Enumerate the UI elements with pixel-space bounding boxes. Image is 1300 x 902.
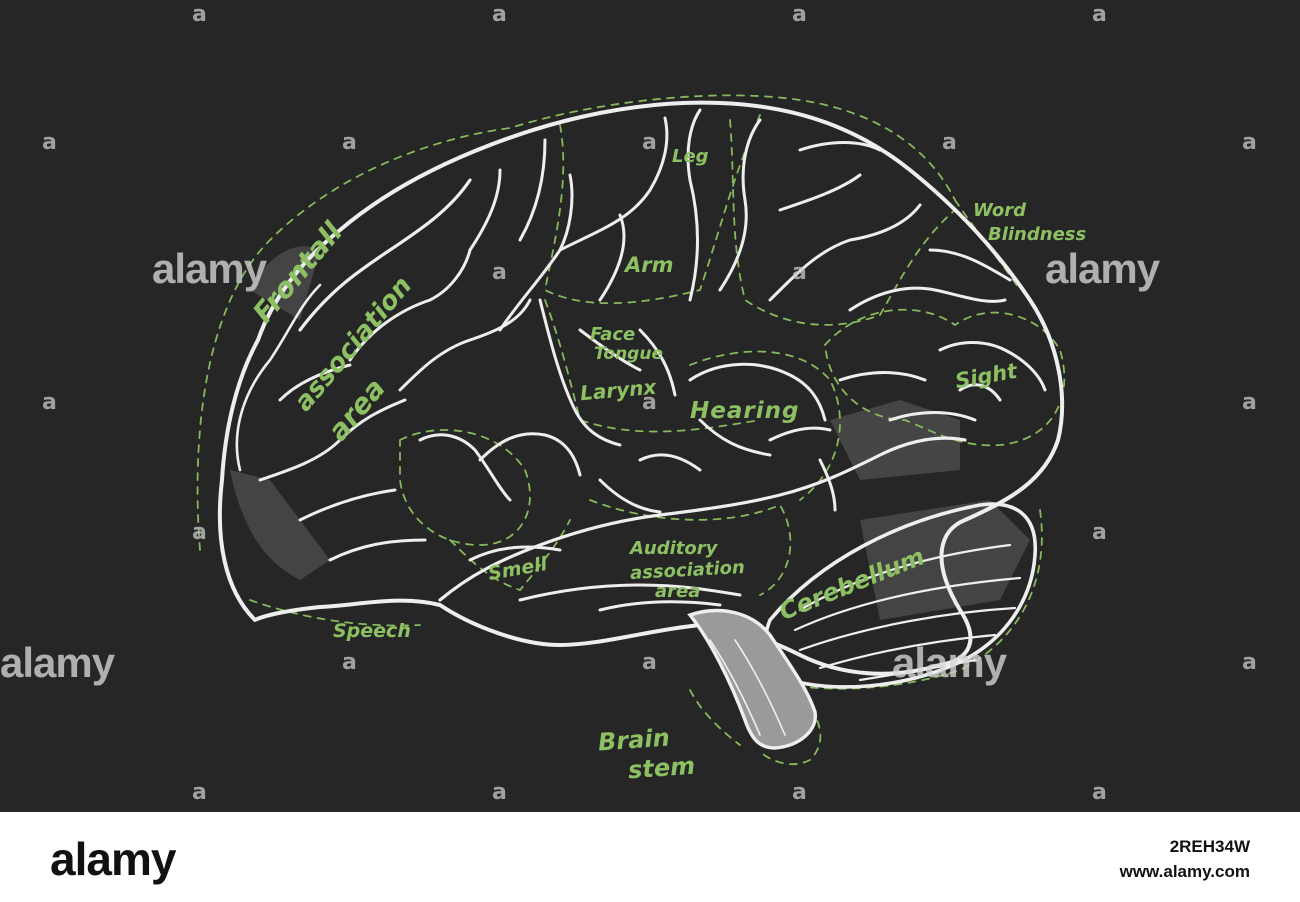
site-url: www.alamy.com [1120, 863, 1250, 880]
label-auditory-area: area [655, 583, 700, 601]
watermark-logo-icon: a [192, 522, 207, 544]
watermark-text: alamy [0, 642, 114, 684]
watermark-logo-icon: a [942, 132, 957, 154]
watermark-logo-icon: a [642, 392, 657, 414]
image-id: 2REH34W [1170, 838, 1250, 855]
watermark-logo-icon: a [1242, 392, 1257, 414]
watermark-logo-icon: a [42, 132, 57, 154]
watermark-text: alamy [152, 248, 266, 290]
watermark-logo-icon: a [1092, 782, 1107, 804]
watermark-logo-icon: a [642, 652, 657, 674]
watermark-logo-icon: a [342, 132, 357, 154]
watermark-logo-icon: a [192, 4, 207, 26]
label-tongue: Tongue [594, 346, 663, 363]
watermark-logo-icon: a [492, 262, 507, 284]
watermark-logo-icon: a [342, 652, 357, 674]
watermark-logo-icon: a [42, 392, 57, 414]
stock-footer-bar: alamy 2REH34W www.alamy.com [0, 812, 1300, 902]
watermark-logo-icon: a [1242, 652, 1257, 674]
watermark-logo-icon: a [792, 4, 807, 26]
watermark-logo-icon: a [492, 4, 507, 26]
watermark-text: alamy [1045, 248, 1159, 290]
label-brain: Brain [597, 726, 670, 755]
label-auditory: Auditory [630, 540, 717, 558]
watermark-logo-icon: a [492, 782, 507, 804]
label-stem: stem [627, 754, 696, 783]
watermark-logo-icon: a [1092, 522, 1107, 544]
watermark-text: alamy [892, 642, 1006, 684]
watermark-logo-icon: a [1092, 4, 1107, 26]
label-hearing: Hearing [690, 400, 799, 423]
watermark-logo-icon: a [192, 782, 207, 804]
label-arm: Arm [625, 255, 674, 276]
watermark-logo-icon: a [1242, 132, 1257, 154]
brain-stem-drawing [690, 611, 815, 748]
label-speech: Speech [333, 622, 411, 641]
label-word-blindness-line-2: Blindness [988, 226, 1086, 244]
alamy-logo: alamy [50, 836, 175, 882]
label-leg: Leg [672, 148, 709, 166]
label-face: Face [590, 326, 635, 344]
watermark-logo-icon: a [792, 782, 807, 804]
watermark-logo-icon: a [642, 132, 657, 154]
watermark-logo-icon: a [792, 262, 807, 284]
brain-diagram-artboard: Leg Word Blindness Arm Frontall associat… [0, 0, 1300, 812]
label-word-blindness-line-1: Word [973, 202, 1026, 220]
